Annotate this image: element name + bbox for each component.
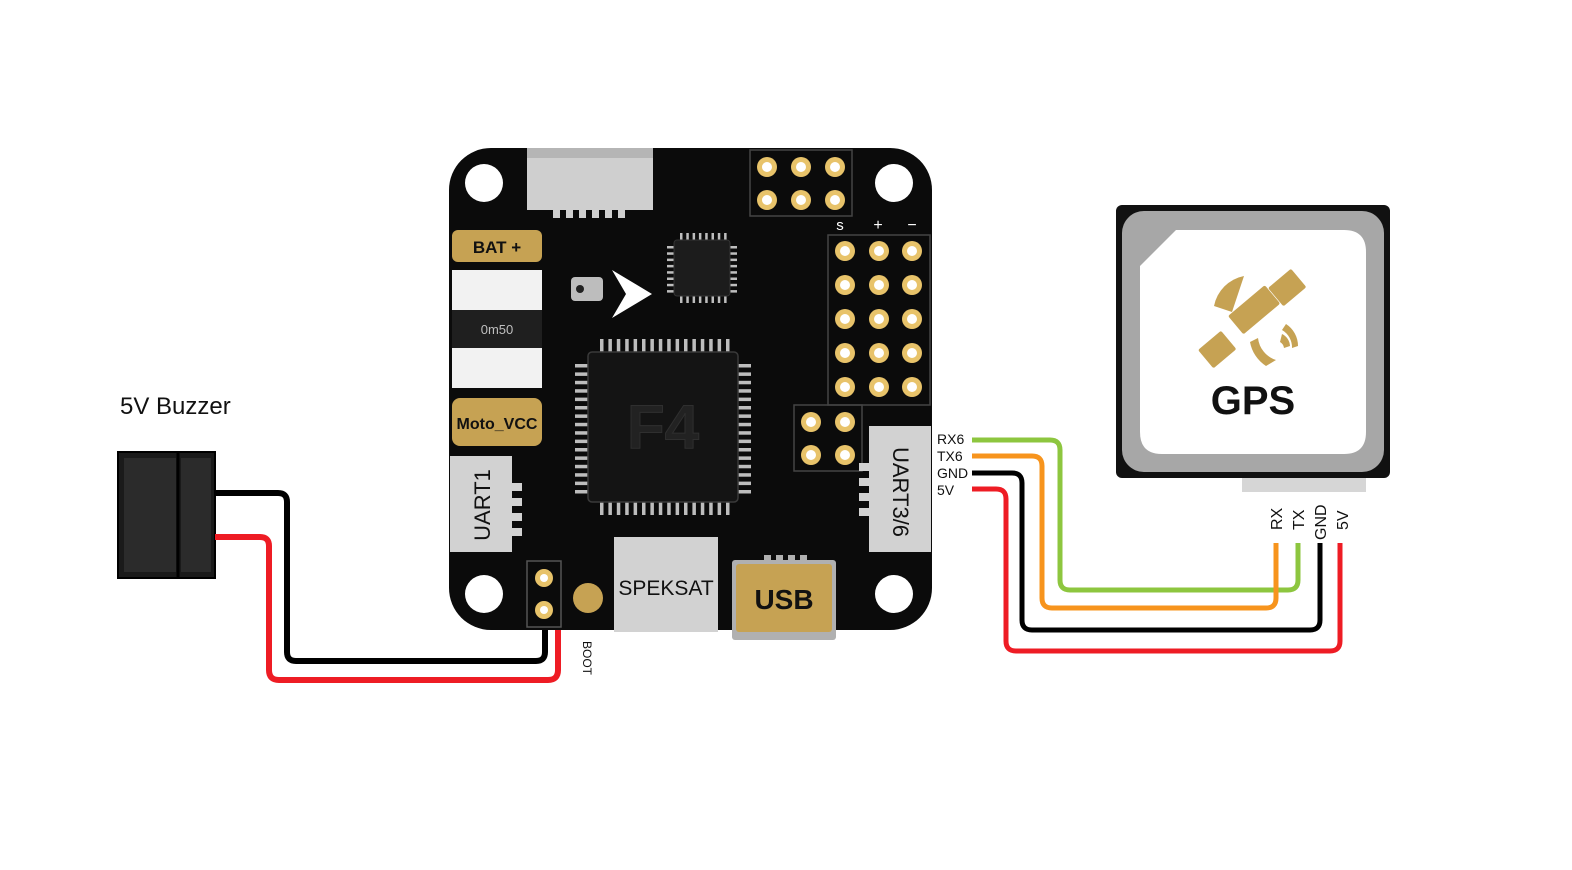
flight-controller-board: s + − BAT + 0m50 Moto_VCC [449, 148, 932, 676]
uart36-label: UART3/6 [888, 447, 913, 537]
pad [757, 157, 777, 177]
uart6-pin-rx6: RX6 [937, 431, 964, 447]
mount-hole-tr [875, 164, 913, 202]
pad [835, 241, 855, 261]
uart1-connector [450, 456, 522, 552]
pad [791, 190, 811, 210]
boot-label: BOOT [580, 641, 594, 676]
gps-label: GPS [1211, 379, 1295, 423]
pad [902, 343, 922, 363]
servo-pad-header [827, 234, 931, 406]
pad [835, 377, 855, 397]
pad [869, 377, 889, 397]
buzzer [117, 451, 216, 579]
buzzer-wire-black [215, 490, 548, 664]
mount-hole-bl [465, 575, 503, 613]
moto-vcc-label: Moto_VCC [457, 416, 538, 433]
gps-pin-tx: TX [1291, 509, 1308, 530]
boot-header [526, 560, 562, 628]
top-pad-header [749, 149, 853, 217]
top-connector [527, 148, 653, 218]
f4-mcu [575, 339, 751, 515]
gps-pin-rx: RX [1269, 507, 1286, 530]
pad [869, 343, 889, 363]
shunt-label: 0m50 [481, 322, 514, 337]
gps-wire-green [972, 437, 1301, 593]
mount-hole-tl [465, 164, 503, 202]
boot-button-pad [573, 583, 603, 613]
bat-pad [452, 230, 542, 262]
pad [902, 275, 922, 295]
gps-wire-red [972, 486, 1343, 654]
pad [801, 412, 821, 432]
servo-header-s: s [836, 217, 844, 234]
pad [869, 309, 889, 329]
uart6-pin-gnd: GND [937, 465, 968, 481]
usb-label: USB [754, 584, 813, 615]
moto-vcc-pad [452, 398, 542, 446]
pad [835, 275, 855, 295]
pad [835, 343, 855, 363]
buzzer-label: 5V Buzzer [120, 393, 231, 420]
pad [902, 241, 922, 261]
speksat-connector [614, 537, 718, 632]
gps-pin-5v: 5V [1335, 510, 1352, 530]
uart6-pin-tx6: TX6 [937, 448, 963, 464]
pad [869, 241, 889, 261]
bat-label: BAT + [473, 238, 521, 257]
pad [835, 309, 855, 329]
usb-connector [732, 555, 836, 640]
servo-header-minus: − [907, 217, 916, 234]
aux-pad-header [793, 404, 863, 472]
pad [835, 412, 855, 432]
small-chip [667, 233, 737, 303]
speksat-label: SPEKSAT [618, 577, 713, 600]
pad [869, 275, 889, 295]
led-component [571, 277, 603, 301]
pad [835, 445, 855, 465]
pad [902, 377, 922, 397]
mount-hole-br [875, 575, 913, 613]
pad [825, 157, 845, 177]
shunt-resistor [452, 270, 542, 388]
gps-pin-gnd: GND [1313, 504, 1330, 540]
mcu-label: F4 [627, 393, 700, 462]
gps-module [1116, 205, 1390, 492]
pad [825, 190, 845, 210]
gps-wire-black [972, 470, 1323, 633]
uart6-pin-5v: 5V [937, 482, 955, 498]
pad [902, 309, 922, 329]
pad [801, 445, 821, 465]
pad [757, 190, 777, 210]
gps-wire-orange [972, 453, 1279, 611]
satellite-icon [1198, 269, 1306, 368]
servo-header-plus: + [873, 217, 882, 234]
uart36-connector [859, 426, 931, 552]
uart1-label: UART1 [470, 469, 495, 541]
pad [791, 157, 811, 177]
arrow-logo-icon [612, 270, 652, 318]
